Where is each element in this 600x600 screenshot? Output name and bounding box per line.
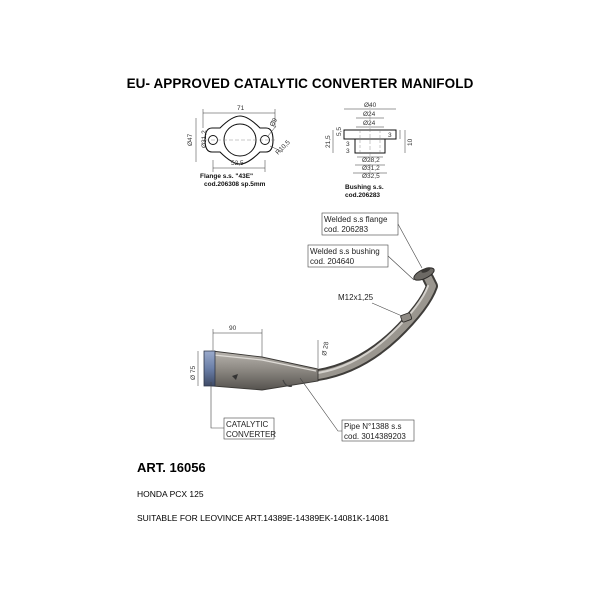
flange-label-1: Flange s.s. "43E" <box>200 173 253 180</box>
callout-cat-1: CATALYTIC <box>226 420 268 429</box>
flange-outline <box>204 115 274 165</box>
callout-thread: M12x1,25 <box>338 293 374 302</box>
callout-flange-1: Welded s.s flange <box>324 215 388 224</box>
callout-bushing-2: cod. 204640 <box>310 257 355 266</box>
manifold-illustration <box>203 267 438 391</box>
callout-diameter-dim: Ø 75 <box>190 366 197 380</box>
article-number: ART. 16056 <box>137 460 206 475</box>
flange-spacing-dim: 52,5 <box>231 160 244 167</box>
bushing-right-b-dim: 10 <box>407 138 414 146</box>
callouts: Welded s.s flange cod. 206283 Welded s.s… <box>190 212 423 442</box>
bushing-drawing: Ø40 Ø24 Ø24 21,5 5,5 3 3 3 10 Ø28,2 Ø31,… <box>325 102 414 199</box>
bushing-left-b-dim: 3 <box>346 141 350 148</box>
vehicle-model: HONDA PCX 125 <box>137 489 204 499</box>
brand-mark-icon <box>232 374 238 380</box>
bushing-top-mid-dim: Ø24 <box>363 111 376 118</box>
bushing-bottom-inner-dim: Ø28,2 <box>362 157 380 164</box>
flange-drawing: 71 Ø47 Ø31,2 Ø9 R10,5 52,5 Flange s.s. "… <box>187 105 292 188</box>
bushing-top-outer-dim: Ø40 <box>364 102 377 109</box>
callout-bushing-1: Welded s.s bushing <box>310 247 380 256</box>
flange-label-2: cod.206308 sp.5mm <box>204 181 266 188</box>
flange-radius-dim: R10,5 <box>274 139 291 156</box>
flange-height-dim: Ø47 <box>187 133 194 146</box>
mounting-bracket <box>282 379 293 387</box>
callout-cat-2: CONVERTER <box>226 430 276 439</box>
callout-flange-2: cod. 206283 <box>324 225 369 234</box>
callout-pipe-dia-dim: Ø 28 <box>321 341 330 356</box>
bushing-label-1: Bushing s.s. <box>345 184 384 191</box>
callout-pipe-1: Pipe N°1388 s.s <box>344 422 401 431</box>
bushing-left-total-dim: 21,5 <box>325 135 332 148</box>
bushing-label-2: cod.206283 <box>345 192 380 199</box>
flange-width-dim: 71 <box>237 105 245 112</box>
flange-hole-dim: Ø9 <box>269 117 280 128</box>
bushing-left-c-dim: 3 <box>346 148 350 155</box>
sensor-bushing <box>400 312 413 323</box>
compatibility-note: SUITABLE FOR LEOVINCE ART.14389E-14389EK… <box>137 513 389 523</box>
bushing-bottom-outer-dim: Ø32,5 <box>362 173 380 180</box>
bushing-right-a-dim: 3 <box>388 132 392 139</box>
bushing-left-a-dim: 5,5 <box>336 127 343 136</box>
bushing-top-inner-dim: Ø24 <box>363 120 376 127</box>
page-title: EU- APPROVED CATALYTIC CONVERTER MANIFOL… <box>126 76 474 91</box>
callout-pipe-2: cod. 3014389203 <box>344 432 406 441</box>
callout-length-dim: 90 <box>229 325 237 332</box>
pipe-end-flange <box>413 267 435 281</box>
flange-bore <box>223 123 257 157</box>
bushing-bottom-mid-dim: Ø31,2 <box>362 165 380 172</box>
converter-end-band <box>203 350 216 387</box>
